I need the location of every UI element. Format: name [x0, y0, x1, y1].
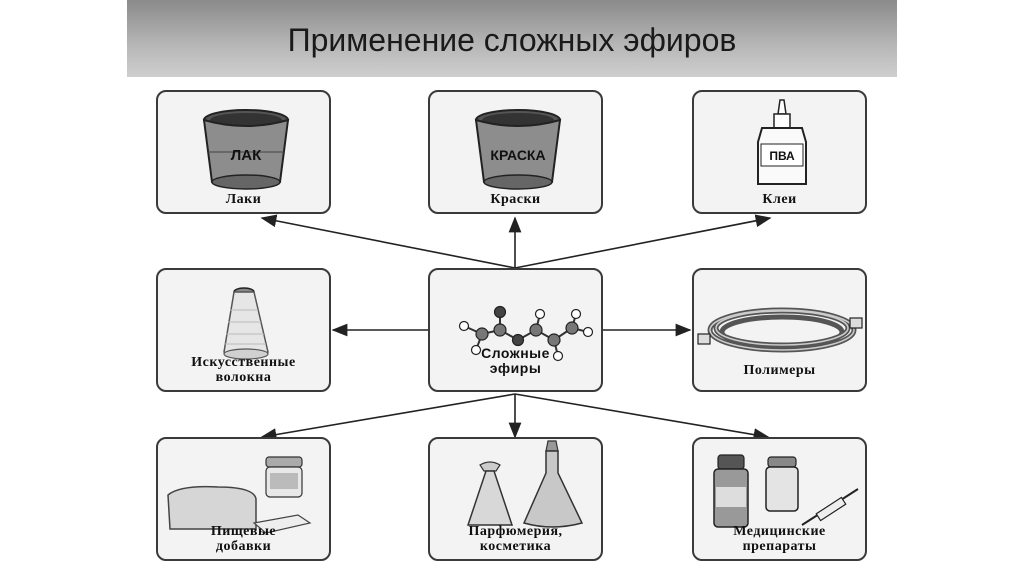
lacquer-bucket-icon: ЛАК — [202, 109, 290, 190]
box-glues: ПВА Клеи — [692, 90, 867, 214]
label-esters-line1: Сложные — [481, 345, 550, 361]
box-polymers: Полимеры — [692, 268, 867, 392]
box-food: Пищевые добавки — [156, 437, 331, 561]
label-fibers-line2: волокна — [215, 370, 272, 385]
glue-bottle-icon: ПВА — [757, 99, 807, 185]
label-perfume-line2: косметика — [479, 539, 552, 554]
label-medicine-line2: препараты — [742, 539, 817, 554]
slide-title: Применение сложных эфиров — [287, 22, 737, 58]
medicine-bottles-syringe-icon — [713, 454, 859, 528]
label-paints: Краски — [490, 192, 541, 207]
arrow-to-glues — [514, 214, 772, 269]
arrow-to-lacquers — [260, 214, 516, 269]
arrow-to-food — [260, 393, 516, 441]
thread-spool-icon — [223, 287, 269, 360]
box-perfume: Парфюмерия, косметика — [428, 437, 603, 561]
label-food: Пищевые добавки — [162, 524, 325, 554]
label-food-line1: Пищевые — [210, 524, 277, 539]
molecule-icon — [458, 305, 594, 362]
box-lacquers: ЛАК Лаки — [156, 90, 331, 214]
label-perfume: Парфюмерия, косметика — [434, 524, 597, 554]
box-paints: КРАСКА Краски — [428, 90, 603, 214]
perfume-bottles-icon — [466, 440, 584, 528]
label-glues: Клеи — [762, 192, 797, 207]
label-medicine-line1: Медицинские — [733, 524, 826, 539]
label-esters: Сложные эфиры — [434, 346, 597, 376]
label-lacquers: Лаки — [225, 192, 262, 207]
label-perfume-line1: Парфюмерия, — [468, 524, 563, 539]
title-bar: Применение сложных эфиров — [127, 0, 897, 77]
box-esters-center: Сложные эфиры — [428, 268, 603, 392]
lacquer-tag: ЛАК — [231, 147, 262, 164]
label-medicine: Медицинские препараты — [698, 524, 861, 554]
label-polymers: Полимеры — [743, 363, 816, 378]
label-food-line2: добавки — [215, 539, 272, 554]
arrow-to-medicine — [514, 393, 770, 441]
label-fibers-line1: Искусственные — [191, 355, 296, 370]
bread-jar-icon — [167, 456, 312, 534]
label-esters-line2: эфиры — [489, 360, 542, 376]
box-fibers: Искусственные волокна — [156, 268, 331, 392]
paint-bucket-icon: КРАСКА — [474, 109, 562, 190]
paint-tag: КРАСКА — [490, 147, 545, 163]
glue-tag: ПВА — [769, 149, 795, 163]
hose-coil-icon — [697, 307, 863, 353]
box-medicine: Медицинские препараты — [692, 437, 867, 561]
label-fibers: Искусственные волокна — [162, 355, 325, 385]
